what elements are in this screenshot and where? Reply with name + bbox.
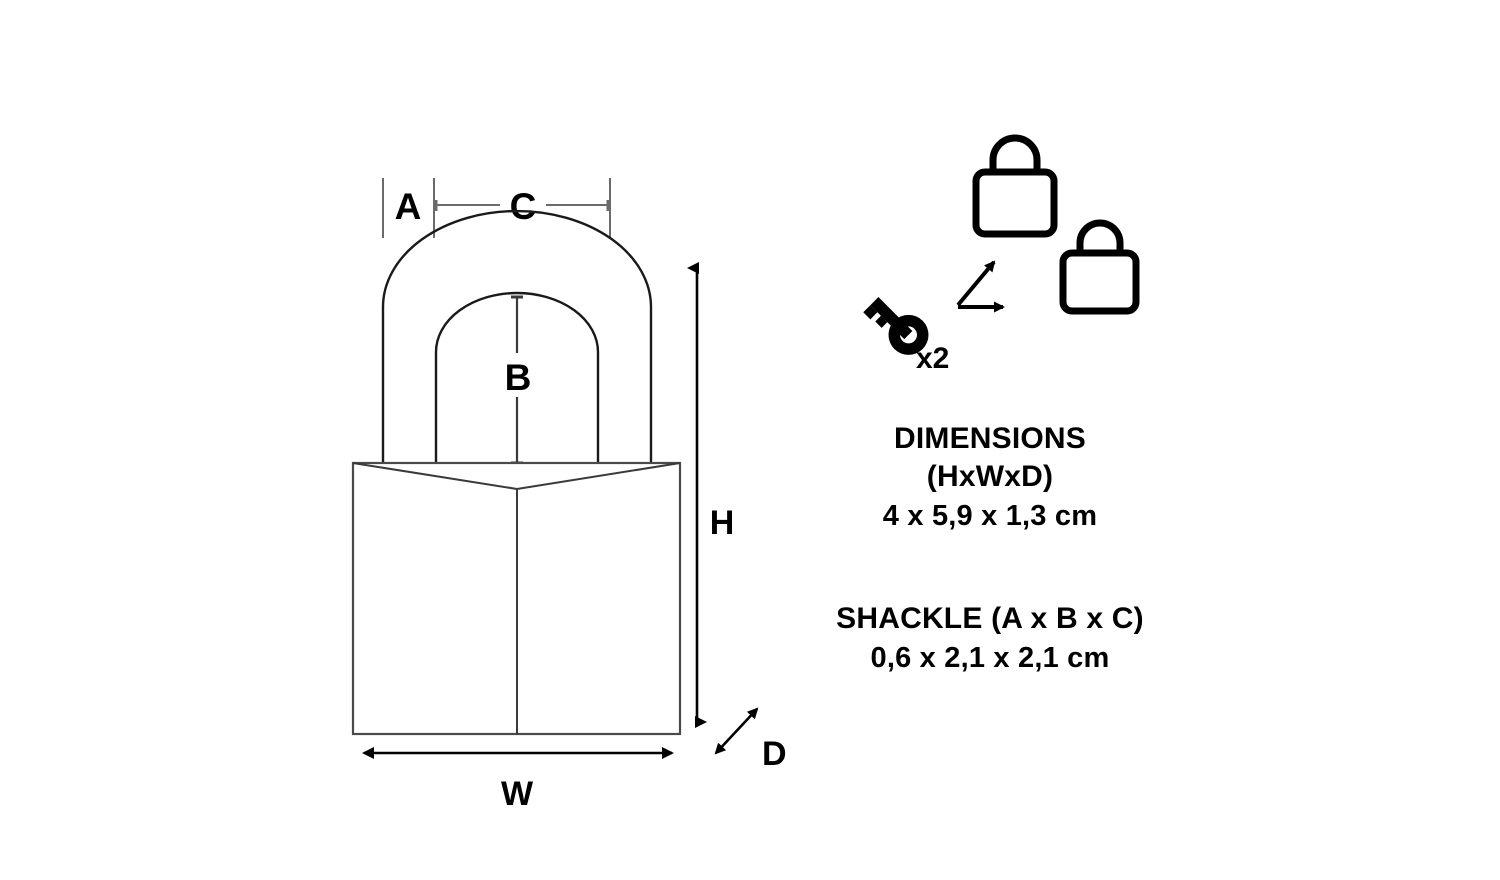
dimensions-heading-line2: (HxWxD): [926, 460, 1054, 493]
dimension-label-w: W: [501, 775, 534, 813]
dimension-label-c: C: [510, 186, 537, 227]
shackle-spec-block: SHACKLE (A x B x C) 0,6 x 2,1 x 2,1 cm: [760, 600, 1220, 678]
padlock-icon-1: [972, 134, 1058, 238]
dimension-arrow-d: [714, 707, 759, 755]
dimension-label-b: B: [505, 357, 532, 398]
key-icon: [863, 297, 929, 355]
dimension-label-h: H: [710, 504, 735, 542]
shackle-heading: SHACKLE (A x B x C): [836, 602, 1144, 635]
dimensions-spec-block: DIMENSIONS (HxWxD) 4 x 5,9 x 1,3 cm: [790, 420, 1190, 536]
key-count-label: x2: [916, 342, 950, 375]
arrow-to-lock-1: [956, 260, 996, 307]
dimensions-value: 4 x 5,9 x 1,3 cm: [882, 500, 1098, 532]
dimension-label-c-backdrop: [500, 182, 546, 226]
dimensions-heading-line1: DIMENSIONS: [893, 422, 1087, 455]
padlock-icon-2: [1059, 219, 1140, 315]
shackle-outer-outline: [381, 209, 653, 468]
dimension-label-a: A: [395, 186, 422, 227]
shackle-value: 0,6 x 2,1 x 2,1 cm: [870, 642, 1110, 674]
shackle-inner-outline: [434, 291, 600, 468]
dimension-label-d: D: [762, 735, 787, 773]
